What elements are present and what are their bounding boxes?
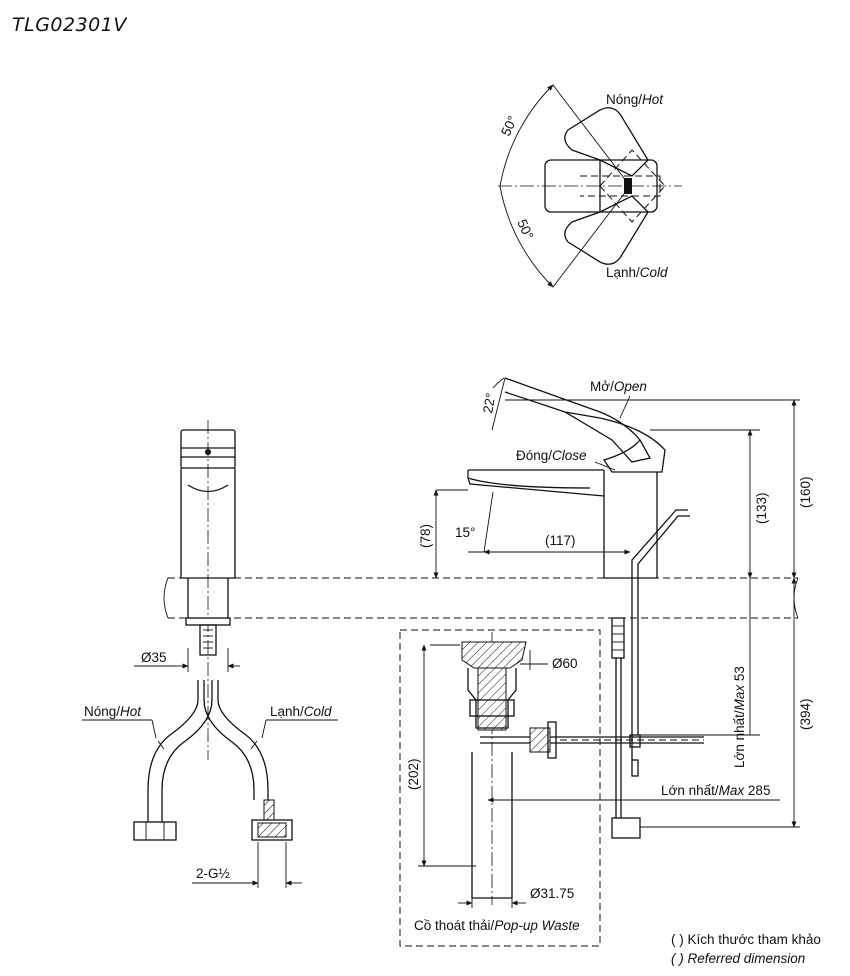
dim-117: (117) (545, 533, 576, 548)
max-285-label: Lớn nhất/Max 285 (661, 783, 770, 798)
note-line-2: ( ) Referred dimension (671, 951, 805, 966)
cold-lever-outline (564, 195, 649, 265)
front-cold-label: Lạnh/Cold (270, 704, 332, 719)
front-hot-label: Nóng/Hot (84, 704, 142, 719)
hot-label: Nóng/Hot (606, 92, 664, 107)
dia-35-label: Ø35 (141, 650, 167, 665)
lever-open (504, 377, 651, 463)
dim-160: (160) (798, 476, 813, 508)
max-53-label: Lớn nhất/Max 53 (732, 666, 747, 768)
dim-202: (202) (406, 758, 421, 790)
popup-rod (631, 509, 690, 600)
dia-60-label: Ø60 (552, 656, 578, 671)
cold-hose (217, 680, 269, 800)
popup-waste: Ø60 (202) Ø31.75 Cồ thoát thải/Pop-up Wa… (399, 629, 704, 947)
lever-angle-label: 22° (480, 392, 498, 415)
countertop (163, 577, 799, 619)
model-number: TLG02301V (12, 14, 128, 36)
side-view: 22° 15° Mở/Open Đóng/Close (78) (117) (1… (418, 377, 813, 839)
waste-label: Cồ thoát thải/Pop-up Waste (414, 918, 580, 933)
top-view: 50° 50° Nóng/Hot Lạnh/Cold (498, 84, 682, 288)
waste-frame (399, 629, 601, 947)
tail-pipe (471, 752, 513, 899)
hot-hose (147, 680, 199, 822)
note-line-1: ( ) Kích thước tham khảo (671, 932, 821, 947)
dia-3175-label: Ø31.75 (530, 886, 574, 901)
thread-label: 2-G½ (196, 866, 230, 881)
angle-arc (499, 84, 554, 288)
lever-closed (564, 411, 666, 473)
dim-78: (78) (418, 524, 433, 548)
open-label: Mở/Open (590, 379, 647, 394)
dim-133: (133) (754, 492, 769, 524)
front-body (180, 468, 236, 579)
front-lever (180, 429, 236, 469)
spout-angle-label: 15° (455, 525, 475, 540)
front-view: Ø35 Nóng/Hot Lạnh/Cold 2-G½ (82, 420, 338, 888)
hot-lever-outline (564, 107, 649, 177)
waste-flange (461, 641, 527, 669)
cold-label: Lạnh/Cold (606, 265, 668, 280)
dim-394: (394) (798, 698, 813, 730)
close-label: Đóng/Close (516, 448, 587, 463)
spout (467, 469, 605, 497)
side-body (603, 470, 658, 579)
